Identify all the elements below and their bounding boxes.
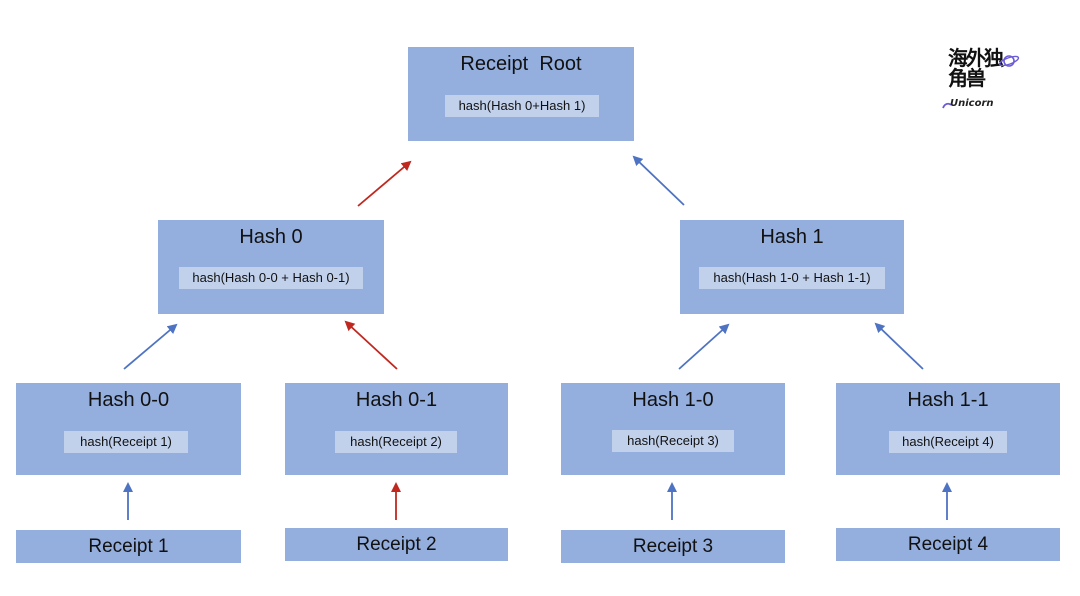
planet-icon	[998, 55, 1020, 67]
arrow-hash11-to-hash1	[874, 322, 924, 370]
hash-1-0-node: Hash 1-0 hash(Receipt 3)	[561, 383, 785, 475]
hash-0-formula: hash(Hash 0-0 + Hash 0-1)	[179, 267, 363, 289]
logo-glyphs: 海外独角兽	[948, 46, 1004, 90]
hash-1-1-formula: hash(Receipt 4)	[889, 431, 1007, 453]
receipt-1-title: Receipt 1	[88, 535, 169, 557]
arrow-hash00-to-hash0	[123, 323, 178, 370]
arrow-hash01-to-hash0	[344, 320, 398, 370]
hash-0-0-title: Hash 0-0	[87, 389, 170, 411]
hash-1-1-title: Hash 1-1	[907, 389, 989, 411]
hash-1-formula: hash(Hash 1-0 + Hash 1-1)	[699, 267, 885, 289]
receipt-root-title: Receipt Root	[460, 53, 582, 75]
hash-0-1-node: Hash 0-1 hash(Receipt 2)	[285, 383, 508, 475]
hash-1-0-formula: hash(Receipt 3)	[612, 430, 734, 452]
hash-0-1-formula: hash(Receipt 2)	[335, 431, 457, 453]
receipt-4-title: Receipt 4	[907, 533, 989, 555]
arrow-hash0-to-root	[357, 160, 412, 207]
receipt-2-title: Receipt 2	[356, 533, 437, 555]
hash-1-title: Hash 1	[760, 226, 824, 248]
receipt-root-formula: hash(Hash 0+Hash 1)	[445, 95, 599, 117]
receipt-1-node: Receipt 1	[16, 530, 241, 563]
hash-0-0-formula: hash(Receipt 1)	[64, 431, 188, 453]
hash-0-title: Hash 0	[239, 226, 303, 248]
receipt-2-node: Receipt 2	[285, 528, 508, 561]
receipt-root-node: Receipt Root hash(Hash 0+Hash 1)	[408, 47, 634, 141]
logo-swoosh-icon	[942, 102, 952, 109]
hash-0-node: Hash 0 hash(Hash 0-0 + Hash 0-1)	[158, 220, 384, 314]
receipt-4-node: Receipt 4	[836, 528, 1060, 561]
receipt-3-title: Receipt 3	[632, 535, 714, 557]
hash-1-0-title: Hash 1-0	[632, 389, 714, 411]
arrow-hash1-to-root	[632, 155, 685, 206]
receipt-3-node: Receipt 3	[561, 530, 785, 563]
arrow-hash10-to-hash1	[678, 323, 730, 370]
logo-word: Unicorn	[950, 98, 994, 109]
hash-0-1-title: Hash 0-1	[355, 389, 438, 411]
hash-1-node: Hash 1 hash(Hash 1-0 + Hash 1-1)	[680, 220, 904, 314]
hash-1-1-node: Hash 1-1 hash(Receipt 4)	[836, 383, 1060, 475]
hash-0-0-node: Hash 0-0 hash(Receipt 1)	[16, 383, 241, 475]
unicorn-logo: 海外独角兽 Unicorn	[940, 46, 1020, 116]
